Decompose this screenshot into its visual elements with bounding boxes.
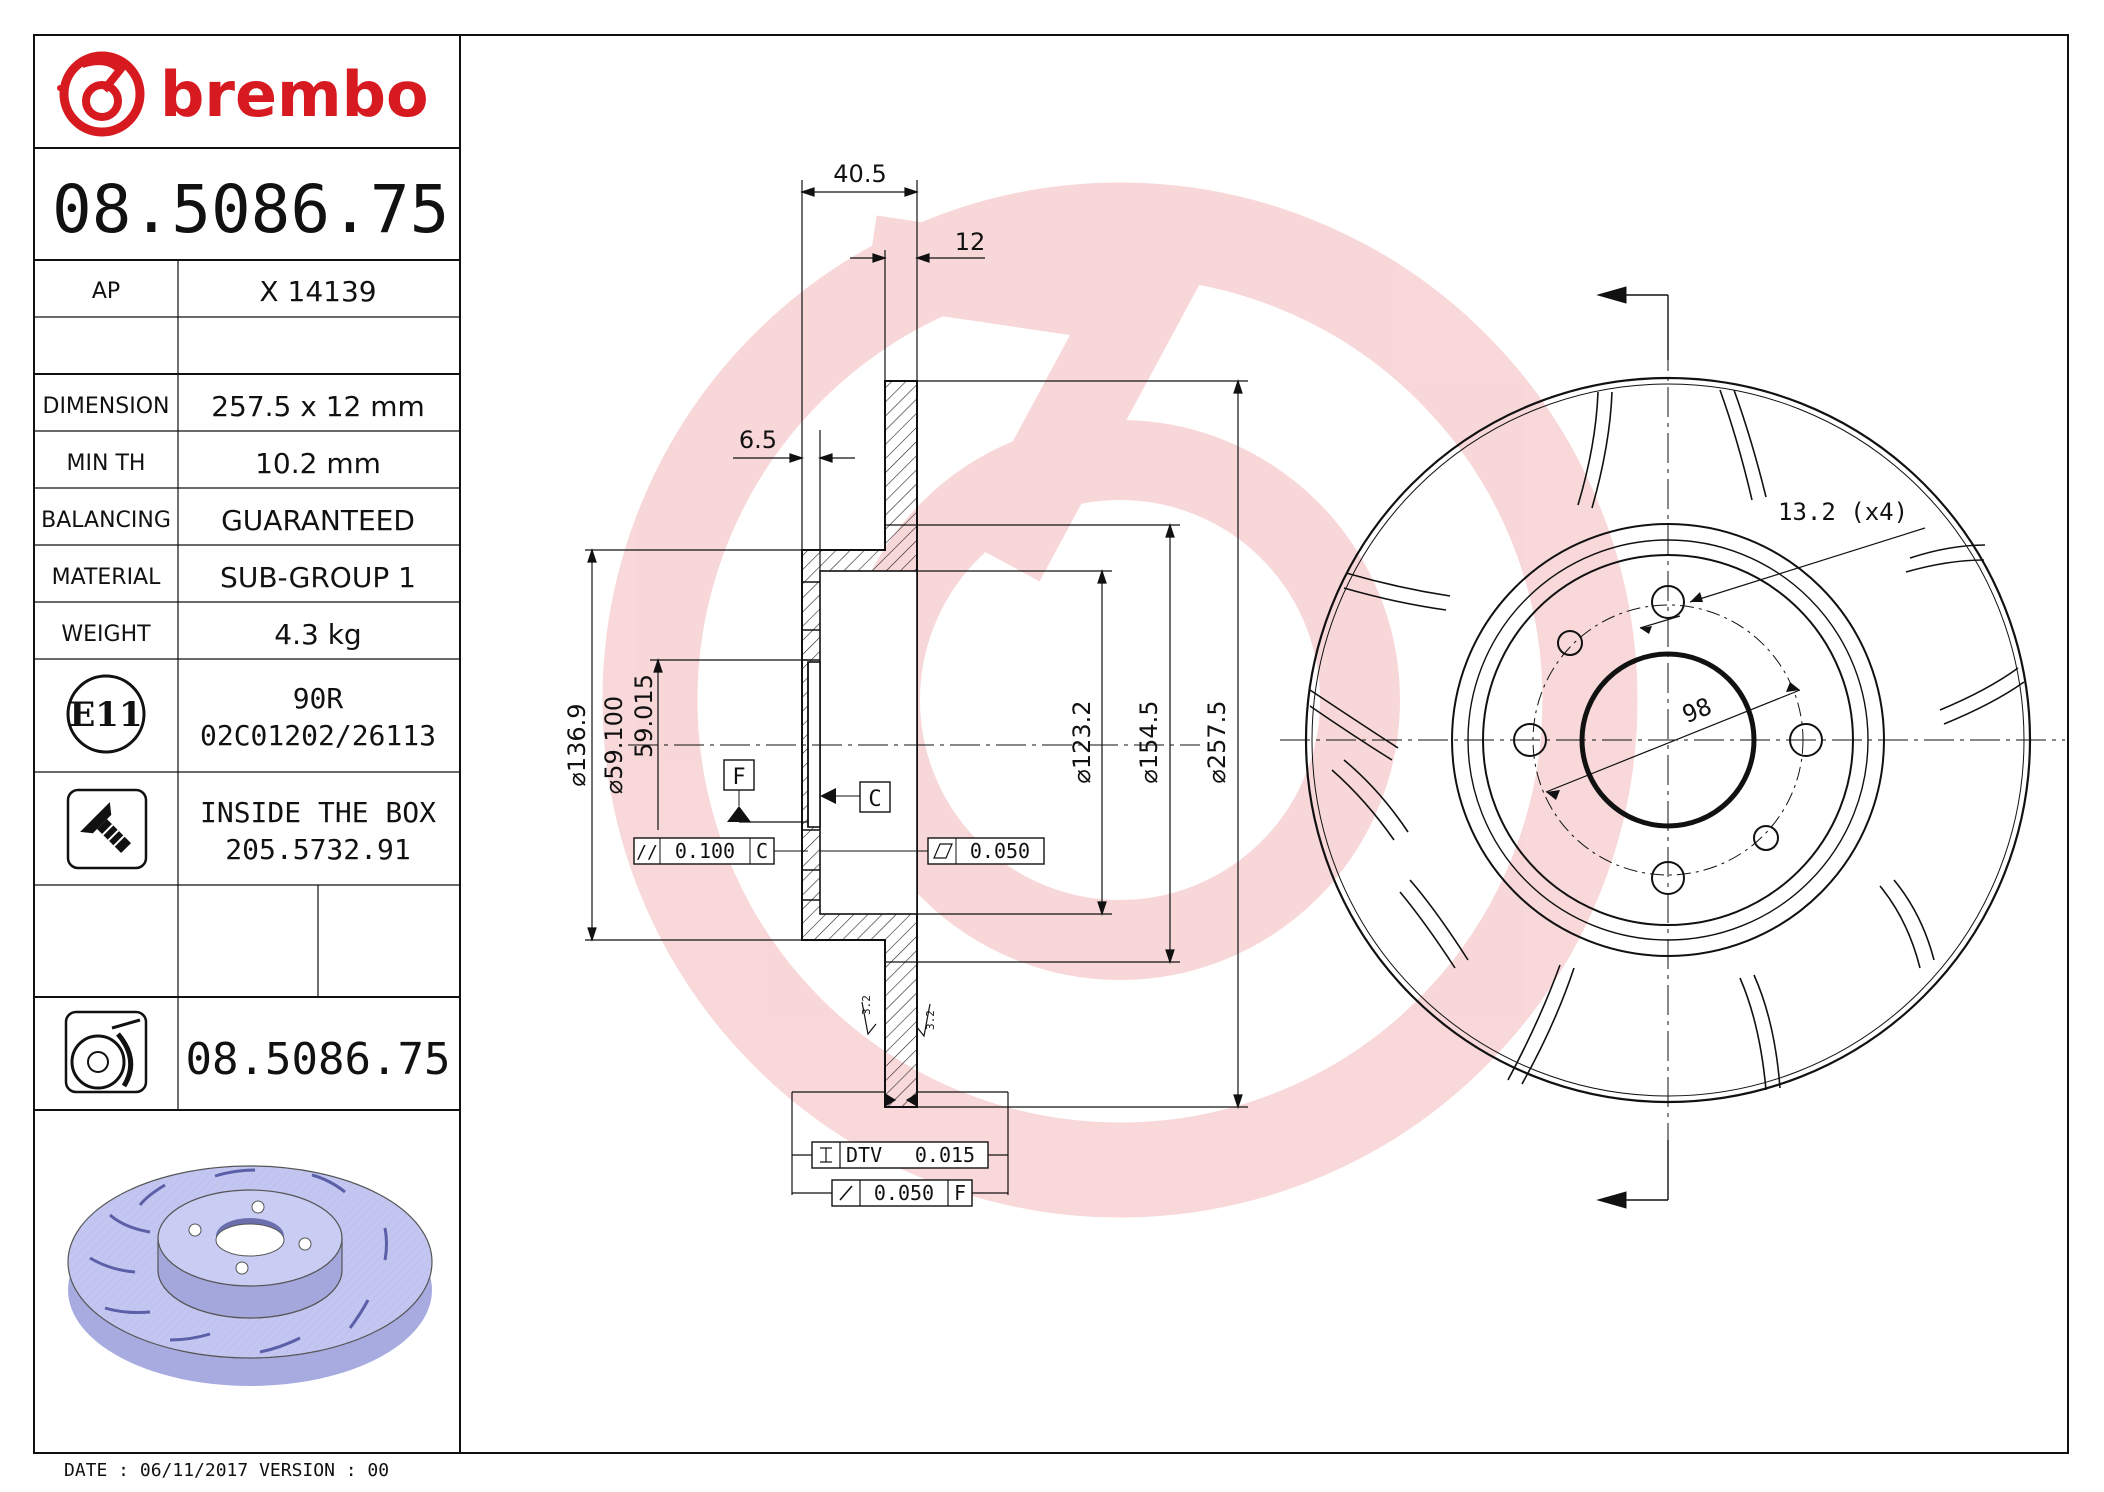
spec-value-balancing: GUARANTEED <box>221 504 415 537</box>
roughness-2: 3.2 <box>924 1010 937 1030</box>
spec-label-material: MATERIAL <box>52 565 161 590</box>
dim-59-100: ⌀59.100 <box>600 696 628 794</box>
footer-date: DATE : 06/11/2017 VERSION : 00 <box>64 1460 389 1481</box>
dim-total-width: 40.5 <box>833 160 886 188</box>
dtv-value: 0.015 <box>915 1143 975 1167</box>
dim-bolt-holes: 13.2 (x4) <box>1778 498 1908 526</box>
svg-text://: // <box>636 842 658 863</box>
disc-3d-render <box>67 1165 433 1386</box>
front-view <box>1280 286 2065 1209</box>
disc-kit-icon <box>64 1010 148 1094</box>
title-block-grid <box>34 147 460 1111</box>
homologation-line1: 90R <box>293 682 344 715</box>
dim-hat-wall: 6.5 <box>739 426 777 454</box>
bottom-part-number: 08.5086.75 <box>186 1034 451 1085</box>
spec-label-ap: AP <box>92 279 120 304</box>
roughness-symbols <box>861 1001 931 1038</box>
roughness-1: 3.2 <box>860 995 873 1015</box>
svg-text:0.100: 0.100 <box>675 839 735 863</box>
spec-label-min-th: MIN TH <box>67 451 146 476</box>
spec-label-weight: WEIGHT <box>61 622 151 647</box>
parallelism-frame: // 0.100 C <box>633 837 808 865</box>
dim-disc-thickness: 12 <box>955 228 986 256</box>
runout-datum: F <box>954 1181 966 1205</box>
section-dimension-lines <box>585 180 1248 1109</box>
runout-value: 0.050 <box>874 1181 934 1205</box>
dim-123-2: ⌀123.2 <box>1068 700 1096 783</box>
screw-line2: 205.5732.91 <box>225 833 410 866</box>
spec-value-ap: X 14139 <box>259 275 376 308</box>
svg-text:E11: E11 <box>69 695 142 735</box>
brand-name: brembo <box>160 58 429 131</box>
part-number: 08.5086.75 <box>52 171 449 248</box>
spec-value-weight: 4.3 kg <box>274 618 361 651</box>
brembo-logo: brembo <box>57 51 429 137</box>
spec-value-dimension: 257.5 x 12 mm <box>211 390 425 423</box>
spec-table: AP X 14139 DIMENSION 257.5 x 12 mm MIN T… <box>41 275 425 651</box>
datum-f: F <box>723 759 808 823</box>
dtv-label: DTV <box>846 1143 882 1167</box>
svg-text:0.050: 0.050 <box>970 839 1030 863</box>
svg-text:F: F <box>732 765 745 790</box>
dim-257-5: ⌀257.5 <box>1203 700 1231 783</box>
spec-label-balancing: BALANCING <box>41 508 171 533</box>
homologation-line2: 02C01202/26113 <box>200 719 436 752</box>
sheet-border <box>33 34 2069 1454</box>
svg-text:C: C <box>868 787 881 812</box>
dim-59-015: 59.015 <box>630 674 658 758</box>
flatness-frame: 0.050 <box>820 837 1045 865</box>
spec-value-min-th: 10.2 mm <box>255 447 381 480</box>
dim-pcd: 98 <box>1678 692 1715 729</box>
e11-homologation-mark: E11 <box>66 674 146 754</box>
section-dimension-texts: 40.5 12 6.5 ⌀136.9 ⌀59.100 59.015 ⌀123.2… <box>563 160 1231 794</box>
screw-line1: INSIDE THE BOX <box>200 796 436 829</box>
dim-154-5: ⌀154.5 <box>1135 700 1163 783</box>
section-view <box>628 380 1200 1108</box>
spec-value-material: SUB-GROUP 1 <box>220 561 416 594</box>
spec-label-dimension: DIMENSION <box>43 394 170 419</box>
svg-text:C: C <box>756 839 768 863</box>
datum-c: C <box>820 781 891 813</box>
screw-icon <box>66 788 148 870</box>
dtv-runout-frames <box>791 1091 1009 1207</box>
dim-136-9: ⌀136.9 <box>563 703 591 786</box>
